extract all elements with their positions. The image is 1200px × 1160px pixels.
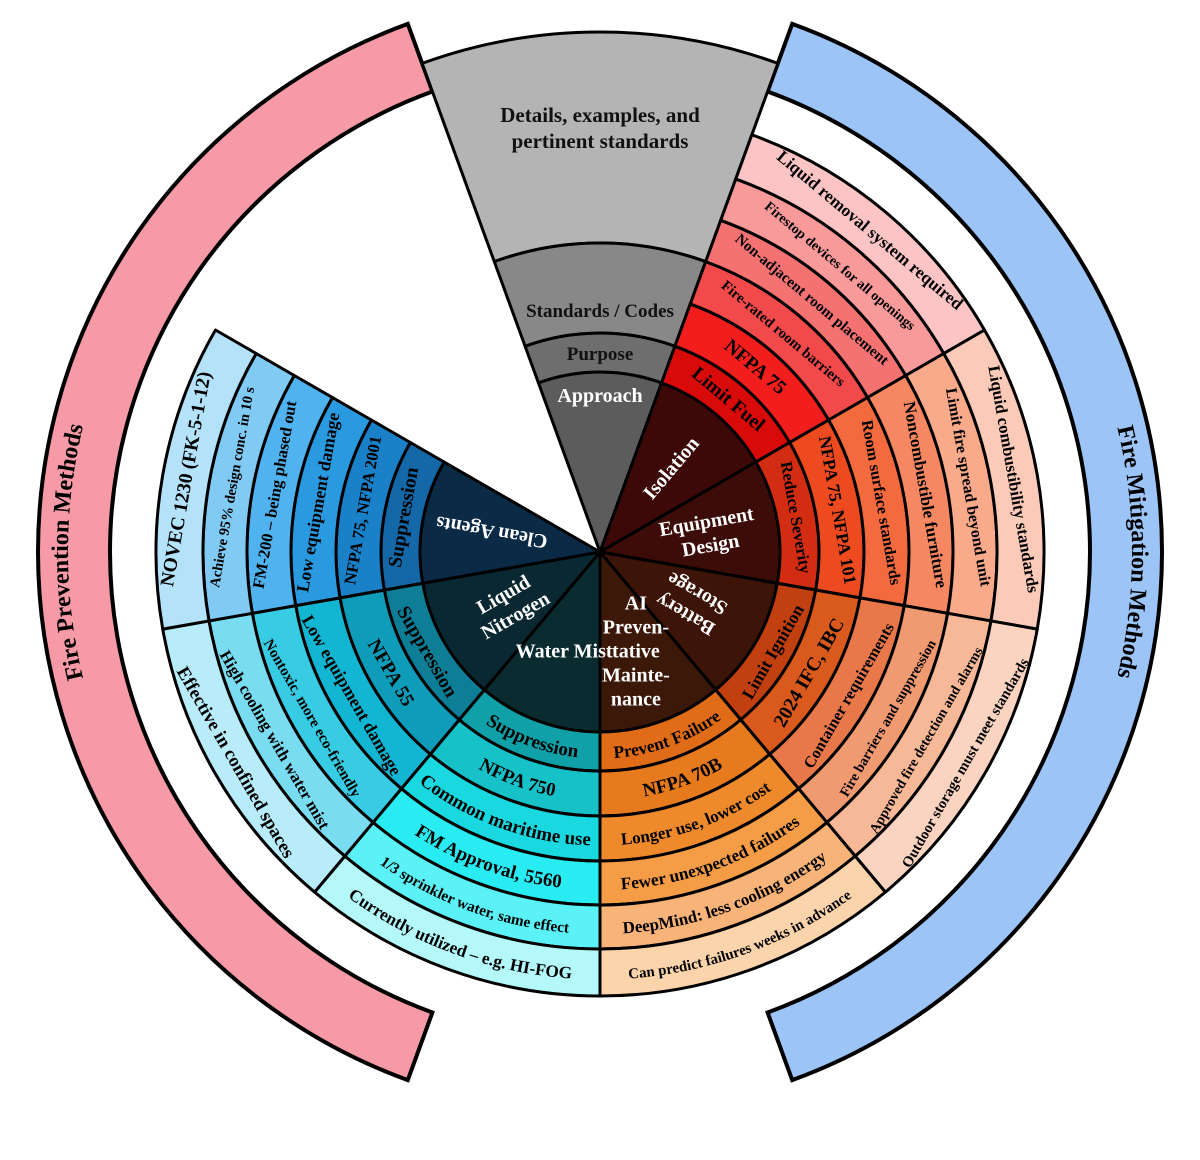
- fire-mitigation-band: [765, 21, 1165, 1083]
- ring-cell: [154, 328, 258, 631]
- sector-water-mist: [313, 550, 602, 998]
- sector-equipment-design: [598, 328, 1046, 631]
- axis-ring-labels: Approach Purpose Standards / Codes: [526, 301, 674, 407]
- fire-prevention-band: [35, 21, 435, 1083]
- axis-label-purpose: Purpose: [567, 344, 634, 365]
- axis-label-approach: Approach: [557, 385, 642, 407]
- sector-liquid-nitrogen: [161, 550, 602, 894]
- sector-ai-preventative-maintenance: [598, 550, 887, 998]
- sector-clean-agents: [154, 328, 602, 631]
- outer-bands: [35, 21, 1165, 1083]
- method-sectors: [154, 133, 1046, 998]
- axis-ring-wedges: [492, 241, 708, 554]
- approach-label: Water Mist: [516, 641, 613, 663]
- sector-battery-storage: [598, 550, 1039, 894]
- standards-wedge: [492, 241, 708, 348]
- axis-label-standards-codes: Standards / Codes: [526, 301, 674, 322]
